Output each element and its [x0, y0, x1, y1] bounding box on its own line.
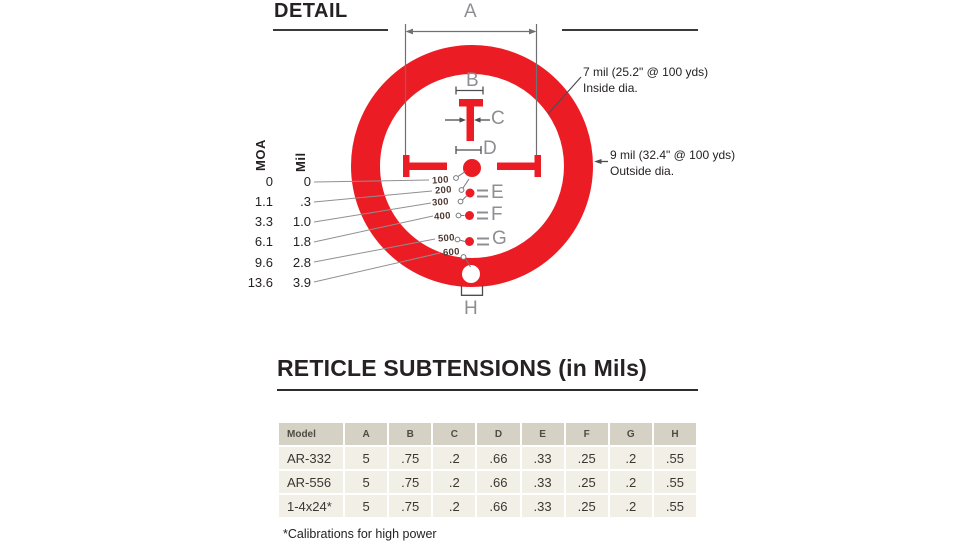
table-row: AR-556 5 .75 .2 .66 .33 .25 .2 .55: [279, 471, 696, 493]
dim-label-b: B: [466, 70, 479, 91]
col-header-model: Model: [279, 423, 343, 445]
value-cell: 5: [345, 495, 388, 517]
value-cell: .2: [433, 471, 476, 493]
detail-heading: DETAIL: [274, 0, 348, 22]
value-cell: .2: [609, 447, 652, 469]
col-header-a: A: [345, 423, 388, 445]
efg-spacing-marks: [477, 189, 489, 246]
value-cell: .2: [433, 447, 476, 469]
range-label-500: 500: [437, 232, 456, 245]
inside-dia-annotation: 7 mil (25.2" @ 100 yds) Inside dia.: [583, 64, 708, 96]
detail-rule-left: [273, 29, 388, 31]
model-cell: AR-556: [279, 471, 343, 493]
value-cell: .25: [565, 495, 608, 517]
table-row: AR-332 5 .75 .2 .66 .33 .25 .2 .55: [279, 447, 696, 469]
moa-value: 9.6: [254, 255, 273, 270]
col-header-h: H: [653, 423, 696, 445]
outside-dia-line2: Outside dia.: [610, 164, 675, 178]
dim-label-d: D: [483, 138, 497, 159]
value-cell: .33: [521, 447, 564, 469]
inside-dia-line1: 7 mil (25.2" @ 100 yds): [583, 65, 709, 79]
moa-value: 3.3: [254, 214, 273, 229]
range-leaders: [453, 170, 471, 268]
value-cell: .75: [389, 447, 432, 469]
reticle-bottom-hole: [462, 265, 480, 283]
value-cell: .66: [477, 447, 520, 469]
moa-value: 6.1: [254, 234, 273, 249]
dim-label-g: G: [492, 228, 507, 249]
moa-value: 13.6: [247, 275, 273, 290]
mil-value: 2.8: [292, 255, 311, 270]
subtensions-rule: [277, 389, 698, 391]
mil-value: 3.9: [292, 275, 311, 290]
model-cell: AR-332: [279, 447, 343, 469]
mil-value: 0: [303, 174, 311, 189]
mil-column-header: Mil: [293, 152, 308, 172]
value-cell: .25: [565, 471, 608, 493]
dimension-b-bracket: [455, 86, 484, 95]
detail-rule-right: [562, 29, 698, 31]
outside-dia-line1: 9 mil (32.4" @ 100 yds): [610, 148, 736, 162]
value-cell: 5: [345, 447, 388, 469]
value-cell: .66: [477, 495, 520, 517]
col-header-c: C: [433, 423, 476, 445]
inside-dia-line2: Inside dia.: [583, 81, 638, 95]
reticle-red-elements: [403, 99, 541, 246]
outside-dia-arrow: [594, 159, 608, 164]
value-cell: .55: [653, 447, 696, 469]
range-label-400: 400: [433, 210, 452, 223]
value-cell: .66: [477, 471, 520, 493]
mil-value: 1.0: [292, 214, 311, 229]
value-cell: .55: [653, 471, 696, 493]
col-header-e: E: [521, 423, 564, 445]
dim-label-e: E: [491, 182, 504, 203]
model-cell: 1-4x24*: [279, 495, 343, 517]
table-header-row: Model A B C D E F G H: [279, 423, 696, 445]
value-cell: .25: [565, 447, 608, 469]
value-cell: .33: [521, 495, 564, 517]
value-cell: .75: [389, 495, 432, 517]
value-cell: .2: [433, 495, 476, 517]
col-header-d: D: [477, 423, 520, 445]
value-cell: .2: [609, 471, 652, 493]
value-cell: .55: [653, 495, 696, 517]
dimension-a-lines: [404, 24, 538, 155]
dim-label-c: C: [491, 108, 505, 129]
moa-column-header: MOA: [253, 139, 268, 171]
mil-value: 1.8: [292, 234, 311, 249]
subtensions-heading: RETICLE SUBTENSIONS (in Mils): [277, 355, 647, 381]
mil-value: .3: [300, 194, 311, 209]
moa-mil-leaders: [313, 179, 441, 283]
dim-label-a: A: [464, 1, 477, 22]
value-cell: 5: [345, 471, 388, 493]
table-footnote: *Calibrations for high power: [283, 527, 437, 541]
col-header-b: B: [389, 423, 432, 445]
col-header-f: F: [565, 423, 608, 445]
subtensions-table: Model A B C D E F G H AR-332 5 .75 .2 .6…: [277, 421, 698, 519]
dim-label-f: F: [491, 204, 503, 225]
value-cell: .75: [389, 471, 432, 493]
dimension-c-arrows: [445, 117, 490, 123]
range-label-300: 300: [431, 196, 450, 209]
dimension-d-bracket: [455, 146, 482, 154]
dimension-h-bracket: [460, 285, 484, 296]
value-cell: .33: [521, 471, 564, 493]
moa-value: 1.1: [254, 194, 273, 209]
range-label-200: 200: [434, 184, 453, 197]
value-cell: .2: [609, 495, 652, 517]
outside-dia-annotation: 9 mil (32.4" @ 100 yds) Outside dia.: [610, 147, 735, 179]
col-header-g: G: [609, 423, 652, 445]
inside-dia-leader: [547, 76, 582, 115]
table-row: 1-4x24* 5 .75 .2 .66 .33 .25 .2 .55: [279, 495, 696, 517]
range-label-600: 600: [442, 246, 461, 259]
dim-label-h: H: [464, 298, 478, 319]
moa-value: 0: [265, 174, 273, 189]
